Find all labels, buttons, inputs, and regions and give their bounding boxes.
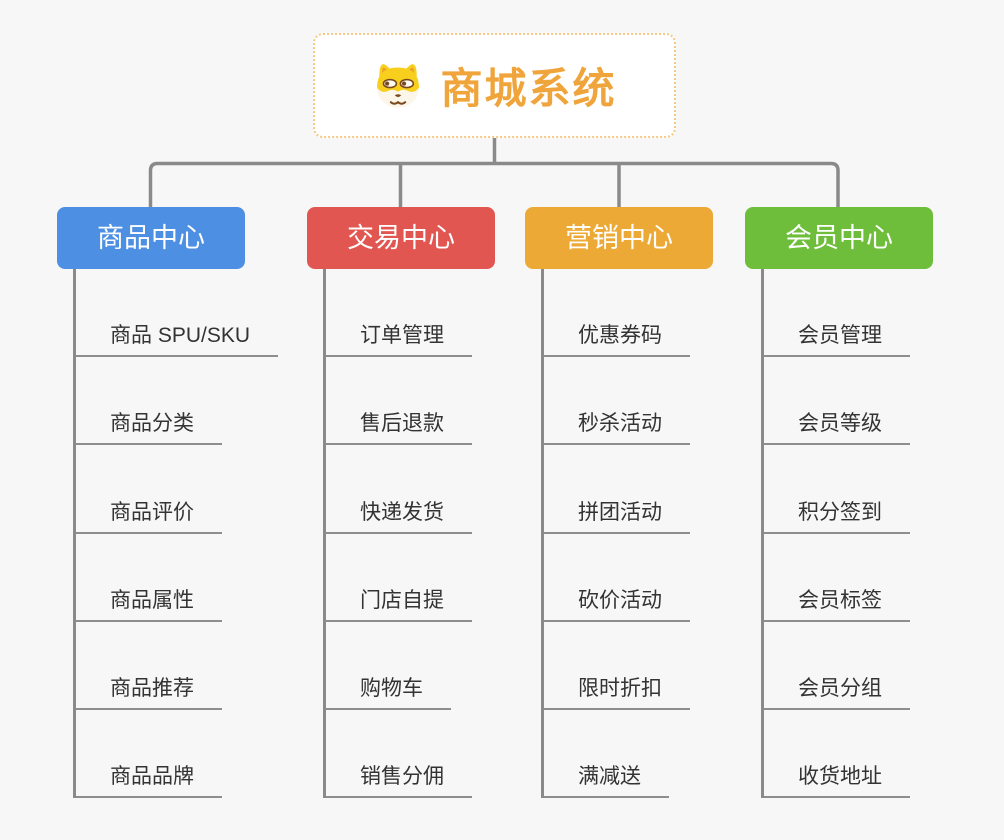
child-node[interactable]: 快递发货 bbox=[326, 445, 495, 534]
child-node[interactable]: 会员等级 bbox=[764, 357, 933, 446]
shiba-dog-icon bbox=[377, 63, 420, 108]
child-node[interactable]: 商品分类 bbox=[76, 357, 278, 446]
child-node[interactable]: 商品品牌 bbox=[76, 710, 278, 799]
child-node[interactable]: 砍价活动 bbox=[544, 534, 713, 622]
child-node[interactable]: 销售分佣 bbox=[326, 710, 495, 799]
child-node[interactable]: 秒杀活动 bbox=[544, 357, 713, 446]
root-node[interactable]: 商城系统 bbox=[313, 33, 676, 138]
branch-column-trade: 交易中心 订单管理 售后退款 快递发货 门店自提 购物车 销售分佣 bbox=[307, 207, 495, 799]
branch-column-marketing: 营销中心 优惠券码 秒杀活动 拼团活动 砍价活动 限时折扣 满减送 bbox=[525, 207, 713, 799]
child-node[interactable]: 购物车 bbox=[326, 622, 495, 710]
child-node[interactable]: 积分签到 bbox=[764, 445, 933, 534]
branch-children-marketing: 优惠券码 秒杀活动 拼团活动 砍价活动 限时折扣 满减送 bbox=[541, 269, 713, 799]
child-node[interactable]: 订单管理 bbox=[326, 269, 495, 358]
branch-children-products: 商品 SPU/SKU 商品分类 商品评价 商品属性 商品推荐 商品品牌 bbox=[73, 269, 279, 799]
child-node[interactable]: 商品 SPU/SKU bbox=[76, 269, 279, 358]
branch-column-products: 商品中心 商品 SPU/SKU 商品分类 商品评价 商品属性 商品推荐 商品品牌 bbox=[57, 207, 279, 799]
branch-node-members[interactable]: 会员中心 bbox=[745, 207, 933, 269]
child-node[interactable]: 满减送 bbox=[544, 710, 713, 799]
child-node[interactable]: 售后退款 bbox=[326, 357, 495, 446]
child-node[interactable]: 商品推荐 bbox=[76, 622, 278, 710]
child-node[interactable]: 商品属性 bbox=[76, 534, 278, 622]
branch-node-products[interactable]: 商品中心 bbox=[57, 207, 245, 269]
branch-children-trade: 订单管理 售后退款 快递发货 门店自提 购物车 销售分佣 bbox=[323, 269, 495, 799]
root-title: 商城系统 bbox=[440, 65, 617, 112]
branch-children-members: 会员管理 会员等级 积分签到 会员标签 会员分组 收货地址 bbox=[761, 269, 933, 799]
branch-node-trade[interactable]: 交易中心 bbox=[307, 207, 495, 269]
branch-column-members: 会员中心 会员管理 会员等级 积分签到 会员标签 会员分组 收货地址 bbox=[745, 207, 933, 799]
child-node[interactable]: 收货地址 bbox=[764, 710, 933, 799]
child-node[interactable]: 门店自提 bbox=[326, 534, 495, 622]
child-node[interactable]: 优惠券码 bbox=[544, 269, 713, 358]
child-node[interactable]: 会员标签 bbox=[764, 534, 933, 622]
child-node[interactable]: 拼团活动 bbox=[544, 445, 713, 534]
child-node[interactable]: 限时折扣 bbox=[544, 622, 713, 710]
branch-node-marketing[interactable]: 营销中心 bbox=[525, 207, 713, 269]
child-node[interactable]: 会员管理 bbox=[764, 269, 933, 358]
child-node[interactable]: 会员分组 bbox=[764, 622, 933, 710]
child-node[interactable]: 商品评价 bbox=[76, 445, 278, 534]
